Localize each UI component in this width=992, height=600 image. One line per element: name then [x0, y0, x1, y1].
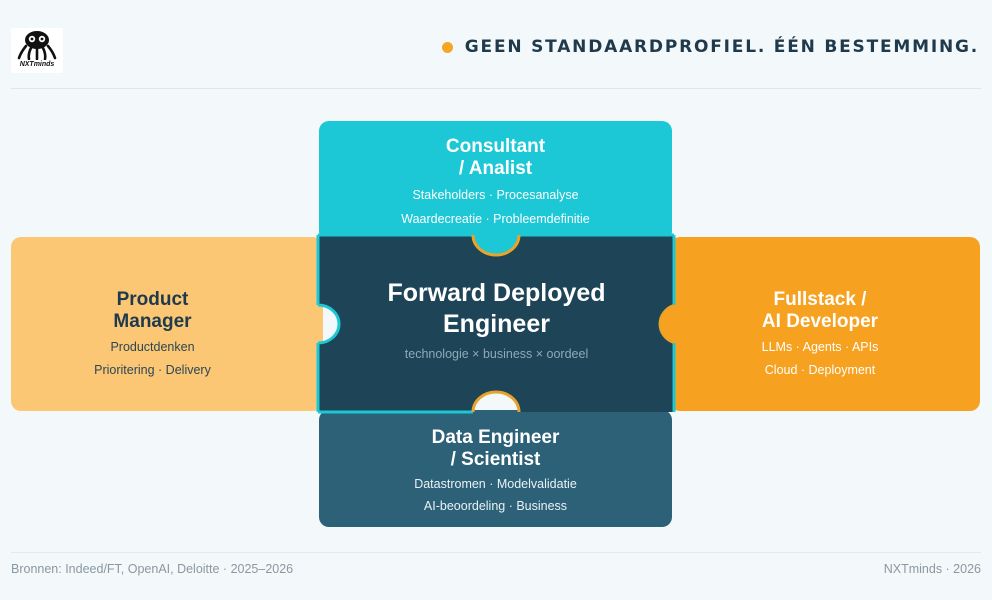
- consultant-skills-line-1: Stakeholders · Procesanalyse: [412, 188, 579, 202]
- octopus-icon: [17, 31, 57, 60]
- puzzle-piece-data-engineer: Data Engineer / Scientist Datastromen · …: [319, 410, 672, 527]
- puzzle-piece-product-manager: Product Manager Productdenken Prioriteri…: [11, 237, 323, 411]
- accent-dot: [441, 41, 453, 53]
- center-puzzle-piece: [316, 233, 676, 414]
- product-manager-skills-line-1: Productdenken: [110, 340, 195, 354]
- data-engineer-title: Data Engineer / Scientist: [431, 427, 560, 470]
- header-title: GEEN STANDAARDPROFIEL. ÉÉN BESTEMMING.: [441, 37, 979, 57]
- product-manager-skills-line-2: Prioritering · Delivery: [94, 363, 211, 377]
- fullstack-title: Fullstack / AI Developer: [761, 289, 879, 332]
- fullstack-skills-line-2: Cloud · Deployment: [764, 363, 876, 377]
- center-piece-text: Forward Deployed Engineer technologie × …: [318, 278, 675, 361]
- left-knob-outline: [317, 303, 341, 345]
- center-piece-outline: [316, 233, 676, 414]
- data-engineer-skills-line-1: Datastromen · Modelvalidatie: [414, 477, 577, 491]
- fullstack-skills-line-1: LLMs · Agents · APIs: [761, 340, 879, 354]
- logo: NXTminds: [11, 28, 63, 73]
- header-divider: [11, 88, 981, 89]
- consultant-title: Consultant / Analist: [445, 136, 546, 179]
- bottom-knob-outline: [471, 390, 521, 413]
- product-manager-title: Product Manager: [113, 289, 192, 332]
- center-subtitle: technologie × business × oordeel: [404, 347, 589, 361]
- footer-sources: Bronnen: Indeed/FT, OpenAI, Deloitte · 2…: [11, 562, 294, 576]
- center-title: Forward Deployed Engineer: [387, 279, 606, 338]
- puzzle-piece-fullstack: Fullstack / AI Developer LLMs · Agents ·…: [670, 237, 980, 411]
- center-piece-body: [318, 235, 674, 412]
- consultant-skills-line-2: Waardecreatie · Probleemdefinitie: [401, 212, 590, 226]
- data-engineer-skills-line-2: AI-beoordeling · Business: [423, 499, 568, 513]
- header-title-text: GEEN STANDAARDPROFIEL. ÉÉN BESTEMMING.: [464, 37, 979, 57]
- footer-brand: NXTminds · 2026: [883, 562, 981, 576]
- footer-divider: [11, 552, 981, 553]
- puzzle-piece-consultant: Consultant / Analist Stakeholders · Proc…: [319, 121, 672, 241]
- right-knob-outline: [658, 304, 675, 344]
- top-knob-outline: [471, 234, 521, 257]
- logo-text: NXTminds: [19, 61, 55, 68]
